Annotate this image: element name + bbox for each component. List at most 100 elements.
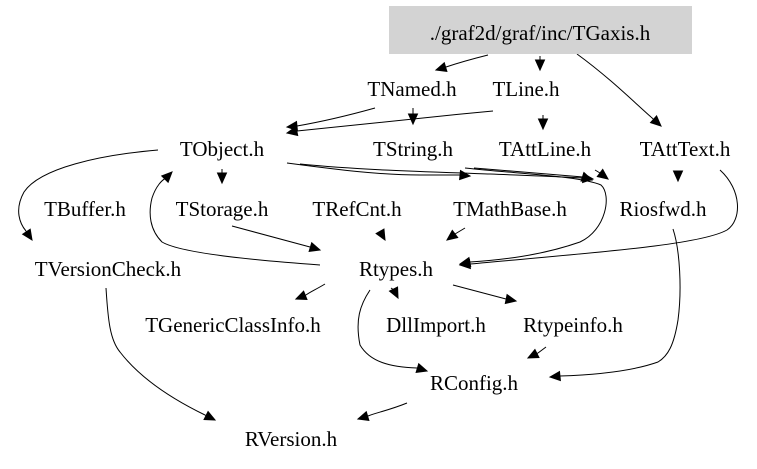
node-tstring[interactable]: TString.h — [373, 137, 453, 161]
node-rtypes[interactable]: Rtypes.h — [359, 257, 434, 281]
edge-tattline-to-riosfwd — [594, 168, 609, 180]
node-label: ./graf2d/graf/inc/TGaxis.h — [430, 21, 651, 45]
edge-tmathbase-to-rtypes — [446, 227, 466, 241]
node-tnamed[interactable]: TNamed.h — [367, 77, 457, 101]
node-tbuffer[interactable]: TBuffer.h — [44, 197, 126, 221]
arrowhead-icon — [534, 59, 546, 72]
edge-line — [464, 167, 607, 263]
node-label: TAttText.h — [640, 137, 731, 161]
edge-line — [296, 110, 494, 132]
arrowhead-icon — [388, 286, 399, 300]
edge-tobject-to-tstorage — [216, 169, 228, 185]
arrowhead-icon — [356, 410, 370, 422]
edge-trefcnt-to-rtypes — [375, 228, 386, 242]
edge-line — [105, 287, 206, 416]
node-tversioncheck[interactable]: TVersionCheck.h — [35, 257, 182, 281]
node-rtypeinfo[interactable]: Rtypeinfo.h — [523, 313, 623, 337]
edge-tnamed-to-tstring — [407, 108, 419, 126]
edge-line — [594, 169, 601, 174]
node-tatttext[interactable]: TAttText.h — [640, 137, 731, 161]
edge-tatttext-to-riosfwd — [672, 170, 684, 183]
node-label: TMathBase.h — [453, 197, 567, 221]
node-tgaxis[interactable]: ./graf2d/graf/inc/TGaxis.h — [389, 6, 692, 54]
root-node-box — [389, 6, 692, 54]
node-tmathbase[interactable]: TMathBase.h — [453, 197, 567, 221]
node-tgenericclassinfo[interactable]: TGenericClassInfo.h — [145, 313, 321, 337]
edge-tobject-to-riosfwd — [299, 163, 595, 184]
arrowhead-icon — [375, 228, 386, 242]
edge-connector — [164, 177, 167, 180]
edge-line — [299, 163, 584, 179]
edge-connector — [204, 414, 207, 416]
node-label: TBuffer.h — [44, 197, 126, 221]
edge-connector — [536, 352, 539, 354]
edge-tgaxis-to-tatttext — [576, 53, 662, 127]
edge-line — [231, 225, 311, 248]
edge-tobject-to-tversioncheck — [18, 149, 159, 242]
arrowhead-icon — [537, 118, 549, 131]
edge-line — [367, 402, 408, 417]
arrowhead-icon — [446, 229, 459, 241]
node-label: TRefCnt.h — [312, 197, 402, 221]
node-tline[interactable]: TLine.h — [492, 77, 560, 101]
node-label: RConfig.h — [430, 371, 519, 395]
node-dllimport[interactable]: DllImport.h — [386, 313, 486, 337]
node-label: TVersionCheck.h — [35, 257, 182, 281]
edge-tversioncheck-to-rversion — [105, 287, 217, 421]
node-tattline[interactable]: TAttLine.h — [499, 137, 592, 161]
node-riosfwd[interactable]: Riosfwd.h — [620, 197, 707, 221]
arrowhead-icon — [504, 293, 518, 305]
arrowhead-icon — [459, 169, 472, 181]
edge-line — [305, 283, 326, 296]
arrowhead-icon — [548, 370, 561, 382]
arrowhead-icon — [285, 125, 299, 137]
edge-rtypes-to-tobject — [149, 171, 321, 266]
edge-tline-to-tobject — [285, 110, 494, 137]
edge-tstorage-to-rtypes — [231, 225, 322, 253]
edges-layer — [18, 53, 738, 422]
edge-line — [469, 169, 738, 265]
edge-line — [149, 177, 321, 266]
edge-line — [286, 162, 460, 176]
node-trefcnt[interactable]: TRefCnt.h — [312, 197, 402, 221]
edge-tline-to-tattline — [537, 115, 549, 131]
edge-rtypes-to-rtypeinfo — [452, 284, 518, 305]
edge-connector — [379, 231, 382, 234]
node-rversion[interactable]: RVersion.h — [245, 427, 338, 451]
arrowhead-icon — [216, 172, 228, 185]
node-label: TLine.h — [492, 77, 560, 101]
node-label: Rtypeinfo.h — [523, 313, 623, 337]
edge-line — [18, 149, 159, 232]
edge-rconfig-to-rversion — [356, 402, 408, 422]
edge-line — [357, 289, 418, 369]
edge-line — [452, 284, 507, 300]
node-tobject[interactable]: TObject.h — [180, 137, 265, 161]
arrowhead-icon — [415, 362, 429, 374]
node-label: TAttLine.h — [499, 137, 592, 161]
edge-tgaxis-to-tnamed — [434, 54, 489, 73]
arrowhead-icon — [308, 241, 322, 253]
arrowhead-icon — [21, 228, 33, 242]
node-label: RVersion.h — [245, 427, 338, 451]
edge-tgaxis-to-tline — [534, 56, 546, 72]
edge-riosfwd-to-rconfig — [548, 228, 681, 382]
node-label: Rtypes.h — [359, 257, 434, 281]
edge-line — [454, 227, 466, 235]
node-label: TNamed.h — [367, 77, 457, 101]
edge-rtypeinfo-to-rconfig — [526, 346, 547, 359]
edge-line — [576, 53, 652, 118]
arrowhead-icon — [434, 61, 448, 73]
node-rconfig[interactable]: RConfig.h — [430, 371, 519, 395]
node-label: Riosfwd.h — [620, 197, 707, 221]
edge-line — [445, 54, 489, 68]
edge-line — [296, 107, 376, 127]
arrowhead-icon — [160, 171, 173, 184]
edge-line — [559, 228, 681, 377]
edge-rtypes-to-dllimport — [388, 286, 399, 300]
node-label: DllImport.h — [386, 313, 486, 337]
node-tstorage[interactable]: TStorage.h — [176, 197, 269, 221]
edge-tatttext-to-rtypes — [458, 169, 738, 270]
